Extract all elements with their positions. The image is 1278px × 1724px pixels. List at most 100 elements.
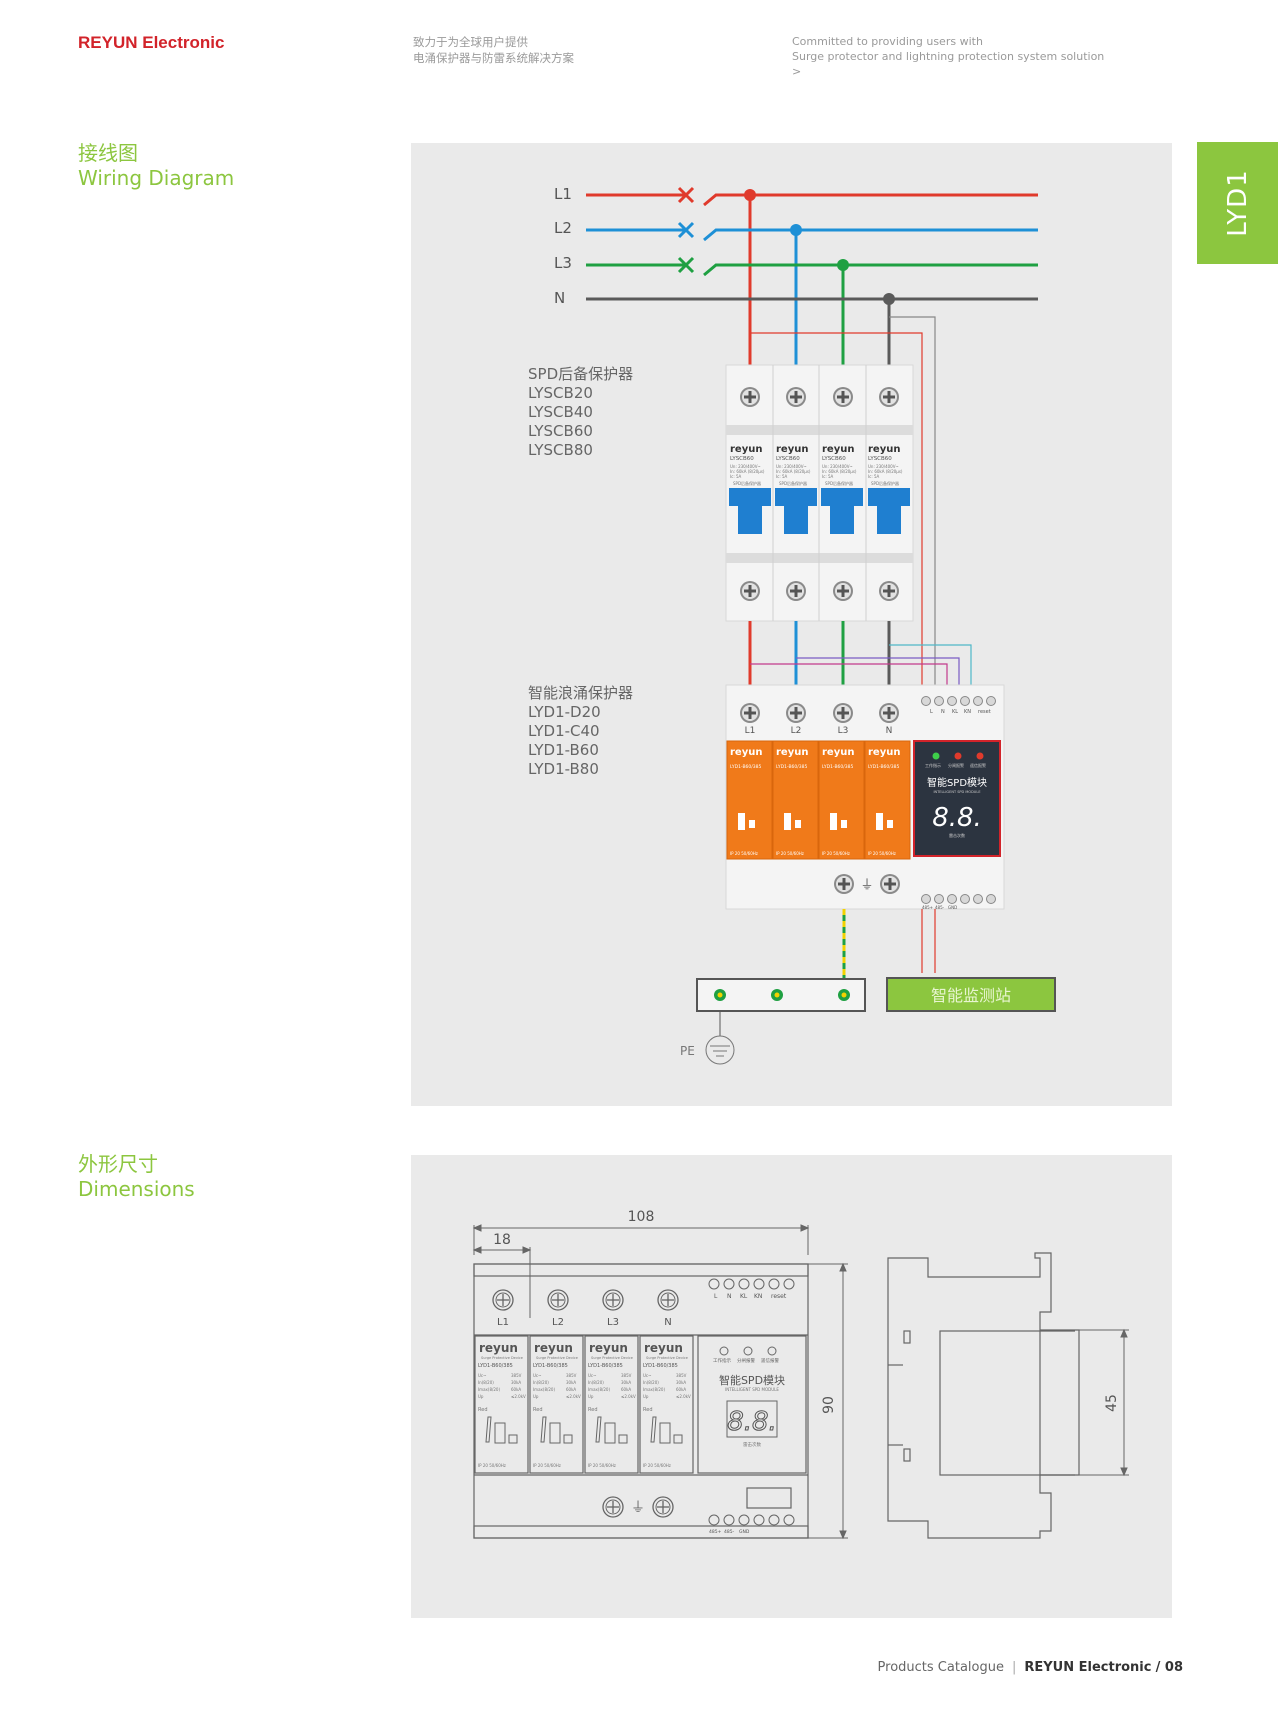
front-module-bottom-terminals (708, 1514, 795, 1526)
monitoring-station-label: 智能监测站 (931, 986, 1011, 1005)
front-spd-spec-value: 60kA (676, 1387, 686, 1392)
wiring-diagram: L1 L2 L3 N SPD后备保护器 LYSCB20 LYSCB40 (528, 185, 1056, 1065)
front-spd-red-label: Red (588, 1407, 598, 1413)
dimensions-panel: 108 18 L1 L2 L3 N L N KL KN reset reyun … (411, 1155, 1172, 1618)
breaker-spec-line: Un: 230/400V~ (822, 464, 853, 469)
dimensions-drawing: 108 18 L1 L2 L3 N L N KL KN reset reyun … (472, 1209, 1129, 1540)
tagline-cn-line-2: 电涌保护器与防雷系统解决方案 (413, 51, 574, 65)
front-spd-spec-name: Uc~ (588, 1373, 596, 1378)
tagline-cn: 致力于为全球用户提供 电涌保护器与防雷系统解决方案 (413, 34, 574, 66)
breaker-to-spd-wires (748, 621, 972, 685)
breaker-model-label: LYSCB60 (730, 456, 754, 462)
dimension-width-module (472, 1246, 532, 1318)
breaker-model-label: LYSCB60 (822, 456, 846, 462)
front-spd-spec-value: ≤2.0kV (676, 1394, 691, 1399)
front-smart-module: 工作指示 分闸报警 遥信报警 智能SPD模块 INTELLIGENT SPD M… (713, 1346, 785, 1448)
front-spd-spec-value: 30kA (511, 1380, 521, 1385)
smart-spd-device: L1 L2 L3 N reyun LYD1-B60/385 IP 20 50/6… (725, 684, 1005, 910)
breaker-spec-line: Ic: 5A (822, 474, 834, 479)
line-n (586, 293, 1038, 365)
front-spd-module-1: reyun Surge Protective Device LYD1-B60/3… (478, 1341, 526, 1468)
front-module-terminal-label: L (714, 1293, 718, 1300)
front-spd-spec-value: 385V (511, 1373, 522, 1378)
line-label-l3: L3 (554, 254, 572, 272)
front-spd-spec-name: Imax(8/20) (533, 1387, 555, 1392)
led-working-icon (932, 752, 940, 760)
front-module-terminal-label: KN (754, 1293, 762, 1300)
led-remote-icon (976, 752, 984, 760)
spd-brand: reyun (776, 747, 808, 758)
front-terminal-screw-icon (657, 1289, 679, 1311)
front-spd-spec-name: Uc~ (643, 1373, 651, 1378)
breaker-pole-3: reyun LYSCB60 Un: 230/400V~ In: 60kA (8/… (821, 444, 863, 534)
spd-module-2: reyun LYD1-B60/385 IP 20 50/60Hz (772, 740, 819, 860)
line-label-l2: L2 (554, 219, 572, 237)
breaker-brand: reyun (776, 444, 808, 455)
front-ground-screw-icon (652, 1496, 674, 1518)
breaker-pole-1: reyun LYSCB60 Un: 230/400V~ In: 60kA (8/… (729, 444, 771, 534)
module-bottom-terminal-label: 485- (935, 905, 945, 910)
monitor-wires-top (750, 316, 936, 685)
front-spd-brand: reyun (644, 1341, 683, 1355)
front-spd-spec-name: Up (533, 1394, 539, 1399)
breaker-top-screw-icon (740, 387, 760, 407)
breaker-pole-2: reyun LYSCB60 Un: 230/400V~ In: 60kA (8/… (775, 444, 817, 534)
dimension-depth-label: 45 (1104, 1394, 1120, 1412)
front-spd-spec-name: Up (478, 1394, 484, 1399)
front-spd-spec-name: In(8/20) (533, 1380, 549, 1385)
dimensions-section-title: 外形尺寸 Dimensions (78, 1152, 195, 1202)
dimension-height-label: 90 (821, 1396, 837, 1414)
spd-terminal-screw-icon (740, 703, 760, 723)
dimension-width-total-label: 108 (628, 1209, 655, 1225)
tagline-arrow[interactable]: > (792, 65, 802, 78)
front-module-name-en: INTELLIGENT SPD MODULE (725, 1387, 779, 1392)
breaker-model-1: LYSCB20 (528, 384, 593, 402)
front-spd-model-label: LYD1-B60/385 (478, 1363, 513, 1369)
module-led-label: 遥信报警 (970, 762, 986, 768)
front-terminal-label: L1 (497, 1317, 509, 1328)
front-led-label: 分闸报警 (737, 1357, 755, 1364)
breaker-model-2: LYSCB40 (528, 403, 593, 421)
ground-screw-icon (880, 874, 900, 894)
front-spd-subtitle: Surge Protective Device (536, 1356, 578, 1360)
breaker-spec-line: In: 60kA (8/20μs) (730, 469, 765, 474)
front-spd-model-label: LYD1-B60/385 (588, 1363, 623, 1369)
brand-name: REYUN Electronic (78, 33, 225, 52)
spd-terminal-label: L1 (745, 726, 756, 736)
module-bottom-terminals (921, 894, 996, 904)
front-spd-spec-name: Uc~ (478, 1373, 486, 1378)
front-spd-red-label: Red (533, 1407, 543, 1413)
module-led-label: 分闸报警 (948, 762, 964, 768)
module-terminal-label: KN (964, 709, 971, 715)
front-bottom-terminal-label: GND (739, 1529, 750, 1535)
front-module-display: 8.8. (727, 1407, 777, 1437)
spd-footer: IP 20 50/60Hz (822, 851, 850, 856)
front-spd-spec-name: In(8/20) (643, 1380, 659, 1385)
front-spd-model-label: LYD1-B60/385 (533, 1363, 568, 1369)
front-terminal-screw-icon (602, 1289, 624, 1311)
breaker-spec-line: In: 60kA (8/20μs) (822, 469, 857, 474)
spd-footer: IP 20 50/60Hz (730, 851, 758, 856)
module-top-terminals (921, 696, 996, 706)
front-ground-screw-icon (602, 1496, 624, 1518)
module-display: 8.8. (932, 803, 982, 833)
wiring-title-cn: 接线图 (78, 141, 138, 165)
breaker-pole-4: reyun LYSCB60 Un: 230/400V~ In: 60kA (8/… (868, 444, 910, 534)
front-bottom-terminal-label: 485+ (709, 1529, 722, 1535)
side-tab-label: LYD1 (1222, 169, 1253, 237)
breaker-bottom-screw-icon (833, 581, 853, 601)
front-terminal-label: N (664, 1317, 671, 1328)
spd-brand: reyun (822, 747, 854, 758)
module-led-label: 工作指示 (925, 762, 941, 768)
breaker-brand: reyun (822, 444, 854, 455)
monitoring-station: 智能监测站 (886, 977, 1056, 1012)
breaker-spec-line: In: 60kA (8/20μs) (868, 469, 903, 474)
module-counter-label: 雷击次数 (949, 832, 965, 838)
front-spd-model-label: LYD1-B60/385 (643, 1363, 678, 1369)
front-spd-footer: IP 20 50/60Hz (478, 1463, 506, 1468)
front-bottom-terminal-label: 485- (724, 1529, 735, 1535)
front-module-terminal-label: N (727, 1293, 732, 1300)
breaker-top-screw-icon (833, 387, 853, 407)
front-spd-spec-name: Up (588, 1394, 594, 1399)
front-spd-spec-name: Uc~ (533, 1373, 541, 1378)
